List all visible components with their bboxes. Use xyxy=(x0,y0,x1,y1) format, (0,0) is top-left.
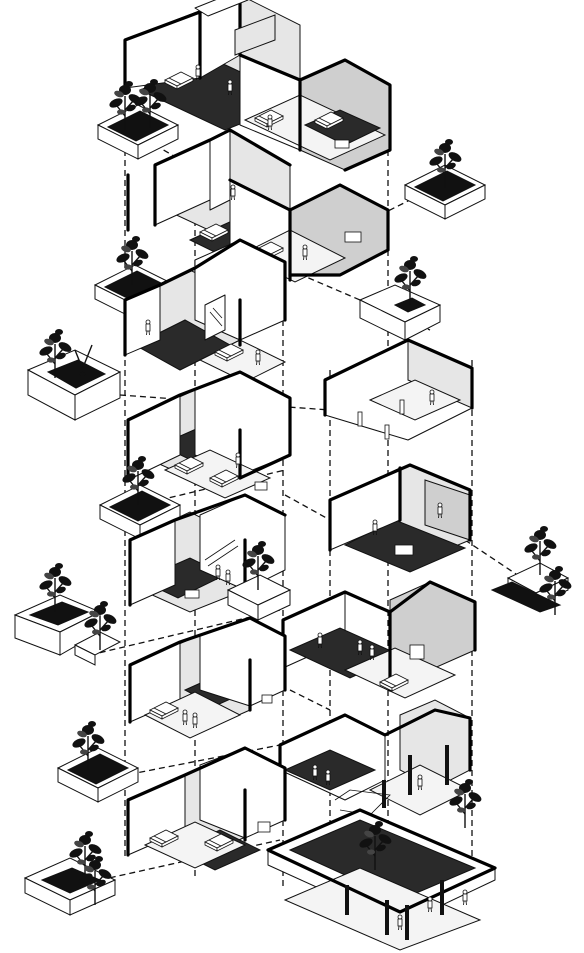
floor-level-2 xyxy=(126,128,390,283)
floor-level-4-left xyxy=(126,370,292,499)
planter-8 xyxy=(490,525,574,616)
floor-level-6-right xyxy=(281,580,477,699)
floor-level-1 xyxy=(123,0,392,172)
planter-11 xyxy=(23,830,117,916)
planter-9 xyxy=(13,562,122,666)
planter-7 xyxy=(226,540,292,621)
planter-10 xyxy=(57,720,139,803)
floor-level-7-right xyxy=(278,699,472,816)
planter-4 xyxy=(358,255,442,341)
ground-floor-pilotis xyxy=(266,778,497,951)
floor-level-6-left xyxy=(128,616,287,739)
floor-level-5-right xyxy=(328,463,472,573)
floor-level-5-left xyxy=(128,493,287,613)
floor-level-7-left xyxy=(126,746,287,871)
floor-level-4-right xyxy=(323,338,474,441)
planter-5 xyxy=(26,328,122,421)
planter-2 xyxy=(404,138,486,220)
floor-level-3 xyxy=(123,238,287,383)
